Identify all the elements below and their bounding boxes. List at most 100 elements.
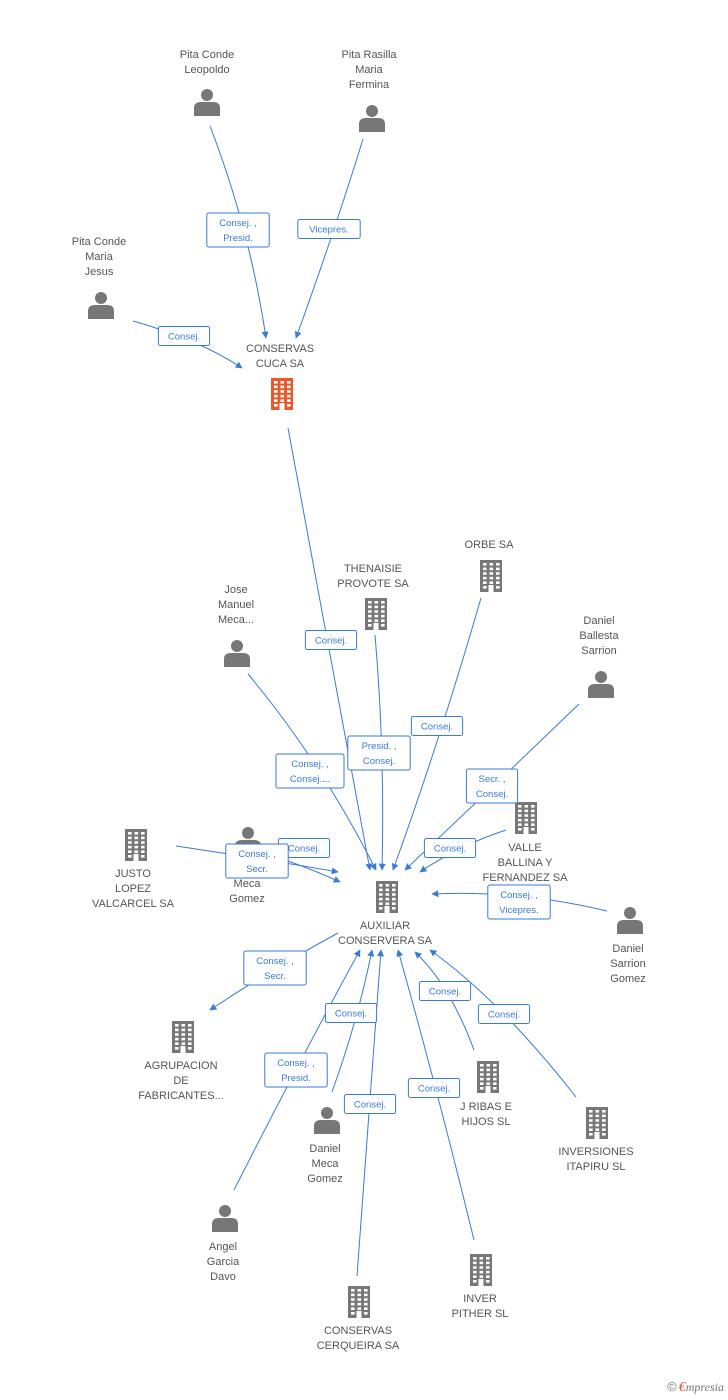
node-label-line: INVERSIONES — [558, 1146, 633, 1158]
role-label-conservas_cuca[interactable]: Consej. — [304, 630, 358, 650]
role-label-auxiliar[interactable]: Consej. , Secr. — [243, 950, 307, 986]
copyright-symbol: © — [667, 1379, 677, 1394]
role-text: Consej. — [315, 636, 347, 647]
role-labels-layer: Consej. ,Presid.Vicepres.Consej.Consej.P… — [157, 212, 551, 1114]
node-label-line: FERNANDEZ SA — [483, 872, 569, 884]
node-label-line: BALLINA Y — [498, 857, 553, 869]
node-label-line: Maria — [355, 64, 383, 76]
node-label-line: Garcia — [207, 1256, 240, 1268]
role-text: Presid. — [281, 1073, 311, 1084]
role-box — [304, 630, 358, 650]
role-label-valle_ballina[interactable]: Consej. — [423, 838, 477, 858]
role-label-conservas_cerqueira[interactable]: Consej. — [343, 1094, 397, 1114]
building-icon — [376, 881, 398, 913]
role-label-thenaisie[interactable]: Presid. ,Consej. — [347, 735, 411, 771]
person-icon — [224, 640, 250, 667]
building-icon — [477, 1061, 499, 1093]
edge-orbe-to-auxiliar — [391, 597, 482, 871]
role-label-pita_leopoldo[interactable]: Consej. ,Presid. — [206, 212, 270, 248]
node-jose_manuel[interactable]: JoseManuelMeca... — [218, 584, 254, 667]
node-label-line: FABRICANTES... — [138, 1090, 224, 1102]
node-label-line: DE — [173, 1075, 188, 1087]
node-label-line: Gomez — [307, 1173, 342, 1185]
role-box — [407, 1078, 461, 1098]
node-label-line: Jose — [224, 584, 247, 596]
node-label-line: PITHER SL — [452, 1308, 509, 1320]
role-label-orbe[interactable]: Consej. — [410, 716, 464, 736]
role-text: Consej. , — [256, 956, 294, 967]
brand-logo-text: mpresia — [685, 1380, 724, 1394]
role-box — [423, 838, 477, 858]
node-agrupacion[interactable]: AGRUPACIONDEFABRICANTES... — [138, 1021, 224, 1102]
node-label-line: Pita Rasilla — [341, 49, 397, 61]
node-label-line: Maria — [85, 251, 113, 263]
node-label-line: Pita Conde — [180, 49, 234, 61]
node-label-line: HIJOS SL — [462, 1116, 511, 1128]
role-label-daniel_sarrion[interactable]: Consej. ,Vicepres. — [487, 884, 551, 920]
role-label-j_ribas[interactable]: Consej. — [418, 981, 472, 1001]
role-text: Secr. — [246, 864, 268, 875]
role-text: Secr. , — [479, 774, 506, 785]
node-label-line: VALCARCEL SA — [92, 898, 175, 910]
role-text: Consej. — [288, 844, 320, 855]
role-label-s_meca[interactable]: Consej. , Secr. — [225, 843, 289, 879]
role-text: Consej. — [335, 1009, 367, 1020]
role-text: Consej. — [418, 1084, 450, 1095]
person-icon — [314, 1107, 340, 1134]
person-icon — [194, 89, 220, 116]
role-label-inver_pither[interactable]: Consej. — [407, 1078, 461, 1098]
node-label-line: VALLE — [508, 842, 541, 854]
role-label-jose_manuel[interactable]: Consej. ,Consej.... — [275, 753, 345, 789]
node-label-line: CONSERVAS — [324, 1325, 392, 1337]
role-label-angel_garcia[interactable]: Consej. , Presid. — [264, 1052, 328, 1088]
person-icon — [212, 1205, 238, 1232]
role-label-daniel_meca[interactable]: Consej. — [324, 1003, 378, 1023]
node-label-line: Jesus — [85, 266, 114, 278]
building-icon — [271, 378, 293, 410]
role-label-pita_jesus[interactable]: Consej. — [157, 326, 211, 346]
role-box — [487, 884, 551, 920]
node-label-line: CONSERVERA SA — [338, 935, 433, 947]
role-label-inversiones[interactable]: Consej. — [477, 1004, 531, 1024]
role-label-daniel_ballesta[interactable]: Secr. ,Consej. — [465, 768, 519, 804]
role-box — [418, 981, 472, 1001]
node-label-line: Meca — [312, 1158, 340, 1170]
role-text: Vicepres. — [499, 905, 538, 916]
node-label-line: Sarrion — [581, 645, 616, 657]
node-label-line: Daniel — [583, 615, 614, 627]
role-text: Presid. — [223, 233, 253, 244]
role-text: Secr. — [264, 971, 286, 982]
role-text: Consej. , — [238, 849, 276, 860]
role-text: Consej. , — [277, 1058, 315, 1069]
node-label-line: Leopoldo — [184, 64, 229, 76]
role-text: Consej. — [168, 332, 200, 343]
node-label-line: Ballesta — [579, 630, 619, 642]
building-icon — [586, 1107, 608, 1139]
node-valle_ballina[interactable]: VALLE BALLINA Y FERNANDEZ SA — [483, 802, 569, 884]
node-orbe[interactable]: ORBE SA — [465, 539, 515, 592]
person-icon — [88, 292, 114, 319]
building-icon — [515, 802, 537, 834]
role-text: Vicepres. — [309, 225, 348, 236]
role-label-pita_rasilla[interactable]: Vicepres. — [297, 219, 361, 239]
role-box — [206, 212, 270, 248]
role-text: Consej.... — [290, 774, 330, 785]
role-box — [243, 950, 307, 986]
